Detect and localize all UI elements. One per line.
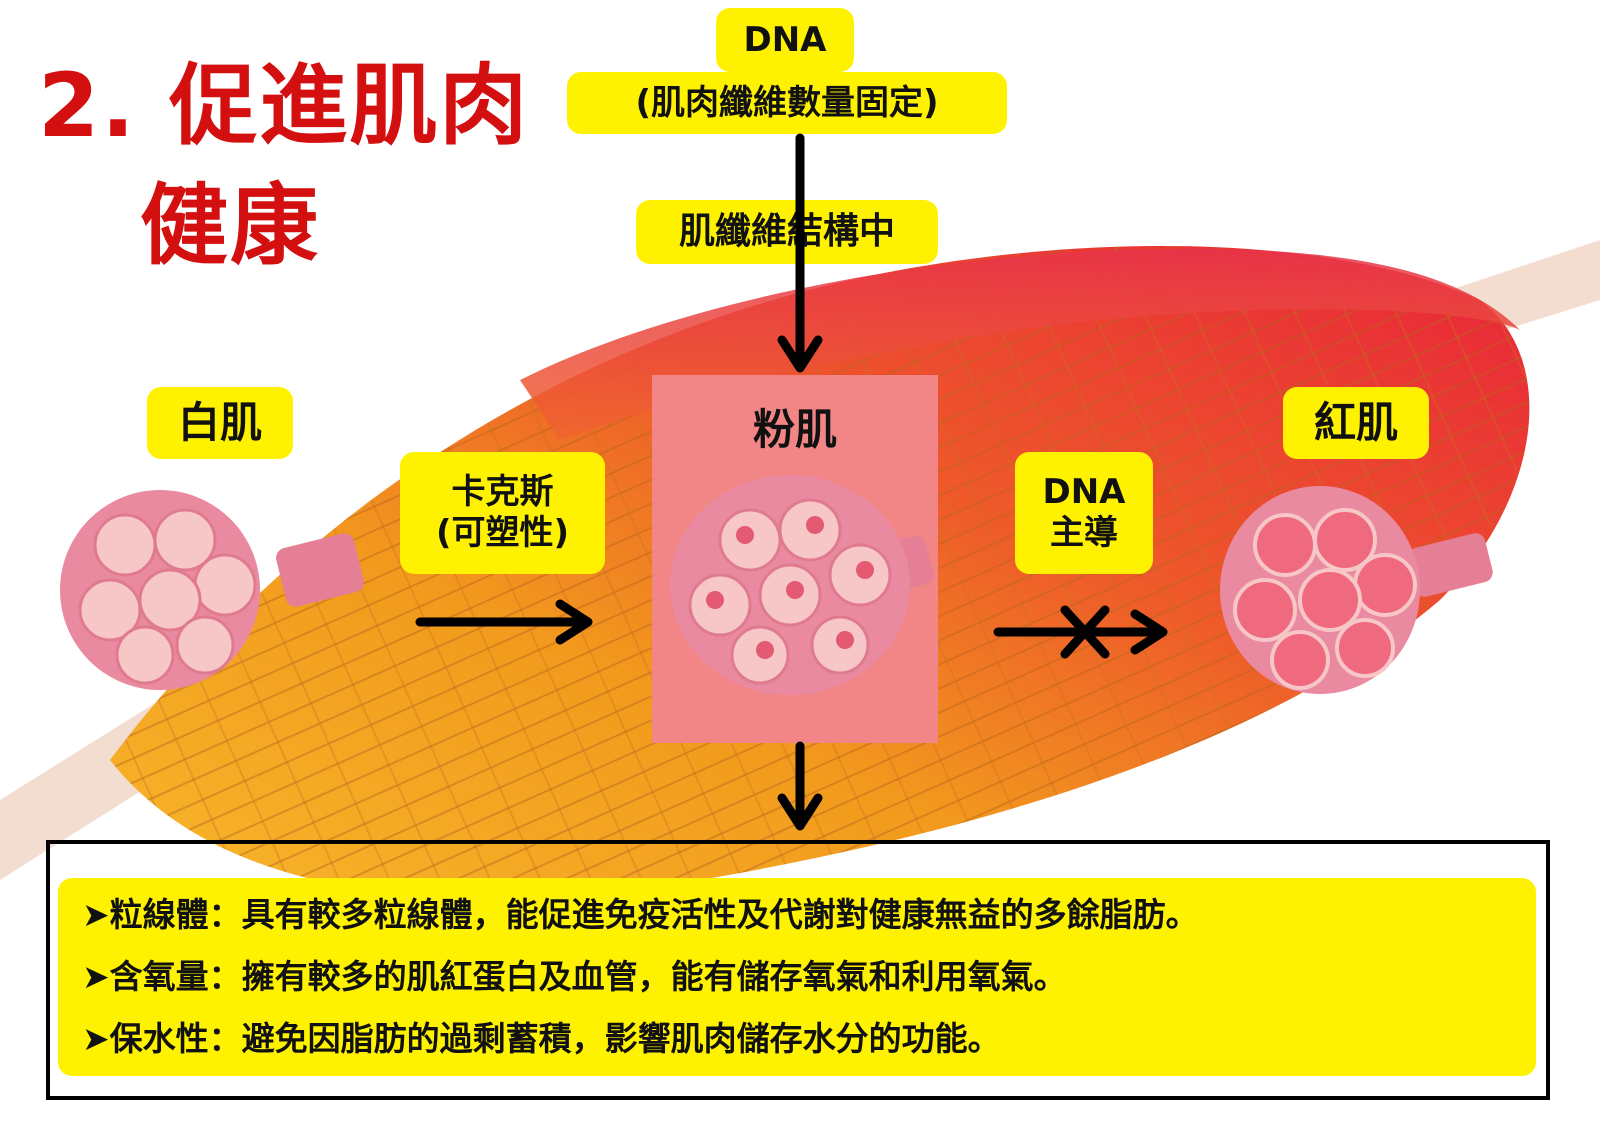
fiber-count-fixed-label: (肌肉纖維數量固定)	[567, 72, 1007, 134]
dna-label: DNA	[716, 8, 854, 72]
kakes-plasticity-label: 卡克斯 (可塑性)	[400, 452, 605, 574]
dna-label-text: DNA	[743, 19, 827, 60]
info-line-water: ➤保水性：避免因脂肪的過剩蓄積，影響肌肉儲存水分的功能。	[82, 1019, 1001, 1059]
dna-dominant-label: DNA 主導	[1015, 452, 1153, 574]
white-muscle-label: 白肌	[147, 387, 293, 459]
pink-muscle-label: 粉肌	[752, 405, 837, 454]
title-line-1: 2. 促進肌肉	[38, 54, 530, 157]
info-line-oxygen: ➤含氧量：擁有較多的肌紅蛋白及血管，能有儲存氧氣和利用氧氣。	[82, 957, 1067, 997]
title-line-2: 健康	[140, 174, 321, 277]
info-box-border	[46, 840, 1550, 1100]
dna-dominant-text-1: DNA	[1042, 472, 1126, 513]
info-line-mitochondria: ➤粒線體：具有較多粒線體，能促進免疫活性及代謝對健康無益的多餘脂肪。	[82, 895, 1199, 935]
fiber-count-fixed-text: (肌肉纖維數量固定)	[635, 82, 939, 123]
kakes-text: 卡克斯	[451, 472, 554, 513]
red-muscle-cross-section	[1220, 486, 1493, 694]
info-panel: ➤粒線體：具有較多粒線體，能促進免疫活性及代謝對健康無益的多餘脂肪。 ➤含氧量：…	[58, 878, 1536, 1076]
white-muscle-cross-section	[60, 490, 364, 690]
white-muscle-text: 白肌	[177, 397, 262, 447]
red-muscle-text: 紅肌	[1313, 397, 1398, 447]
plasticity-text: (可塑性)	[435, 513, 570, 553]
red-muscle-label: 紅肌	[1283, 387, 1429, 459]
muscle-sheath	[520, 248, 1520, 440]
fiber-structure-text: 肌纖維結構中	[678, 211, 895, 253]
dna-dominant-text-2: 主導	[1050, 513, 1118, 553]
fiber-structure-label: 肌纖維結構中	[636, 200, 938, 264]
